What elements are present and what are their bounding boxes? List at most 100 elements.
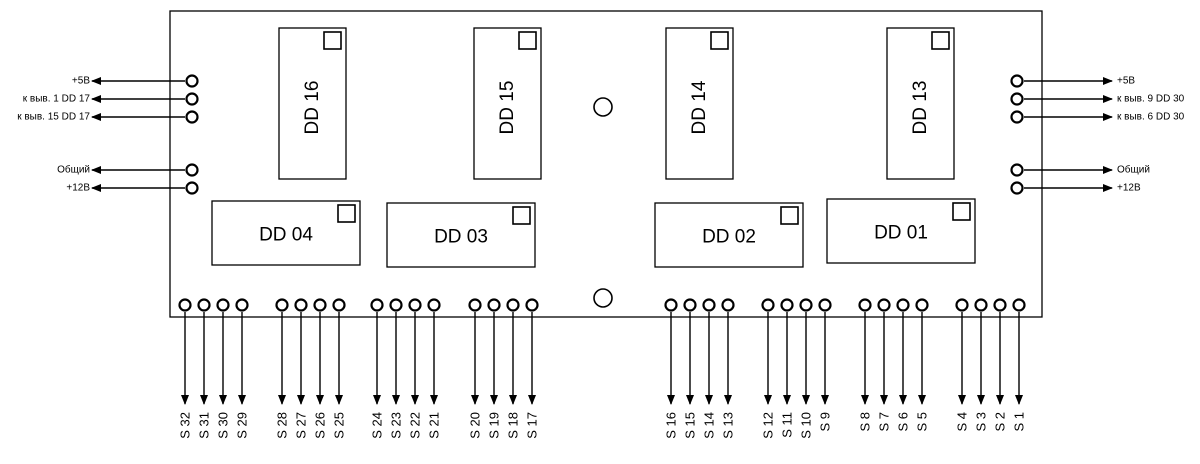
connector-pad — [683, 298, 697, 312]
signal-label: S 31 — [197, 412, 212, 439]
signal-pin: S 15 — [683, 298, 698, 439]
signal-label: S 26 — [313, 412, 328, 439]
signal-label: S 1 — [1012, 412, 1027, 432]
signal-pin: S 6 — [896, 298, 911, 432]
connector-pad — [468, 298, 482, 312]
connector-pad — [487, 298, 501, 312]
connector-pad — [896, 298, 910, 312]
signal-pin: S 1 — [1012, 298, 1027, 432]
signal-pin: S 27 — [294, 298, 309, 439]
signal-label: S 22 — [408, 412, 423, 439]
signal-label: S 12 — [761, 412, 776, 439]
signal-pin: S 16 — [664, 298, 679, 439]
chip-body — [386, 202, 536, 268]
pin1-marker-icon — [931, 31, 950, 50]
signal-label: S 7 — [877, 412, 892, 432]
pin1-marker-icon — [512, 206, 531, 225]
connection-label: +12В — [66, 183, 90, 194]
signal-pin: S 26 — [313, 298, 328, 439]
signal-label: S 2 — [993, 412, 1008, 432]
connector-pad — [1010, 181, 1024, 195]
chip-label: DD 16 — [302, 81, 323, 135]
right-connection: +5В — [1010, 74, 1135, 88]
connection-label: +12В — [1117, 183, 1141, 194]
chip-label: DD 13 — [910, 81, 931, 135]
connector-pad — [370, 298, 384, 312]
right-connection: Общий — [1010, 163, 1150, 177]
connector-pad — [1012, 298, 1026, 312]
signal-label: S 16 — [664, 412, 679, 439]
connector-pad — [974, 298, 988, 312]
pin1-marker-icon — [780, 206, 799, 225]
signal-pin: S 22 — [408, 298, 423, 439]
connector-pad — [275, 298, 289, 312]
chip-label: DD 02 — [702, 227, 756, 248]
connector-pad — [877, 298, 891, 312]
signal-pin: S 20 — [468, 298, 483, 439]
signal-label: S 23 — [389, 412, 404, 439]
signal-pin: S 14 — [702, 298, 717, 439]
pin1-marker-icon — [952, 202, 971, 221]
connection-label: к выв. 6 DD 30 — [1117, 112, 1185, 123]
signal-label: S 18 — [506, 412, 521, 439]
signal-label: S 29 — [235, 412, 250, 439]
connection-label: +5В — [72, 76, 90, 87]
connector-pad — [216, 298, 230, 312]
connector-pad — [993, 298, 1007, 312]
chip-body — [886, 27, 955, 180]
signal-label: S 8 — [858, 412, 873, 432]
signal-pin: S 18 — [506, 298, 521, 439]
chip-body — [654, 202, 804, 268]
connector-pad — [761, 298, 775, 312]
connector-pad — [235, 298, 249, 312]
signal-label: S 13 — [721, 412, 736, 439]
chip-dd15: DD 15 — [473, 27, 542, 180]
connector-pad — [185, 92, 199, 106]
connection-label: к выв. 9 DD 30 — [1117, 94, 1185, 105]
signal-pin: S 12 — [761, 298, 776, 439]
connector-pad — [185, 181, 199, 195]
right-connection: +12В — [1010, 181, 1141, 195]
connector-pad — [818, 298, 832, 312]
connection-label: к выв. 15 DD 17 — [17, 112, 90, 123]
signal-label: S 30 — [216, 412, 231, 439]
connector-pad — [294, 298, 308, 312]
right-connector-group: +5В к выв. 9 DD 30 к выв. 6 DD 30 Общий +12В — [1010, 74, 1185, 195]
connector-pad — [389, 298, 403, 312]
left-connection: Общий — [57, 163, 199, 177]
connector-pad — [780, 298, 794, 312]
mounting-hole — [593, 97, 613, 117]
signal-pin: S 9 — [818, 298, 833, 432]
signal-label: S 15 — [683, 412, 698, 439]
connection-label: Общий — [1117, 164, 1150, 176]
signal-label: S 27 — [294, 412, 309, 439]
left-connection: +5В — [72, 74, 199, 88]
right-connection: к выв. 6 DD 30 — [1010, 110, 1185, 124]
signal-pin: S 25 — [332, 298, 347, 439]
signal-label: S 14 — [702, 412, 717, 439]
signal-pin: S 8 — [858, 298, 873, 432]
chip-body — [473, 27, 542, 180]
chip-dd16: DD 16 — [278, 27, 347, 180]
connector-pad — [702, 298, 716, 312]
signal-label: S 5 — [915, 412, 930, 432]
signal-label: S 24 — [370, 412, 385, 439]
chip-label: DD 03 — [434, 227, 488, 248]
connection-label: к выв. 1 DD 17 — [23, 94, 91, 105]
signal-pin: S 31 — [197, 298, 212, 439]
signal-group: S 8 S 7 S 6 S 5 — [858, 298, 930, 432]
chip-dd02: DD 02 — [654, 202, 804, 268]
connector-pad — [332, 298, 346, 312]
signal-pin: S 2 — [993, 298, 1008, 432]
signal-pin: S 21 — [427, 298, 442, 439]
chip-body — [278, 27, 347, 180]
pin1-marker-icon — [518, 31, 537, 50]
signal-group: S 32 S 31 S 30 S 29 — [178, 298, 250, 439]
connector-pad — [506, 298, 520, 312]
signal-label: S 32 — [178, 412, 193, 439]
